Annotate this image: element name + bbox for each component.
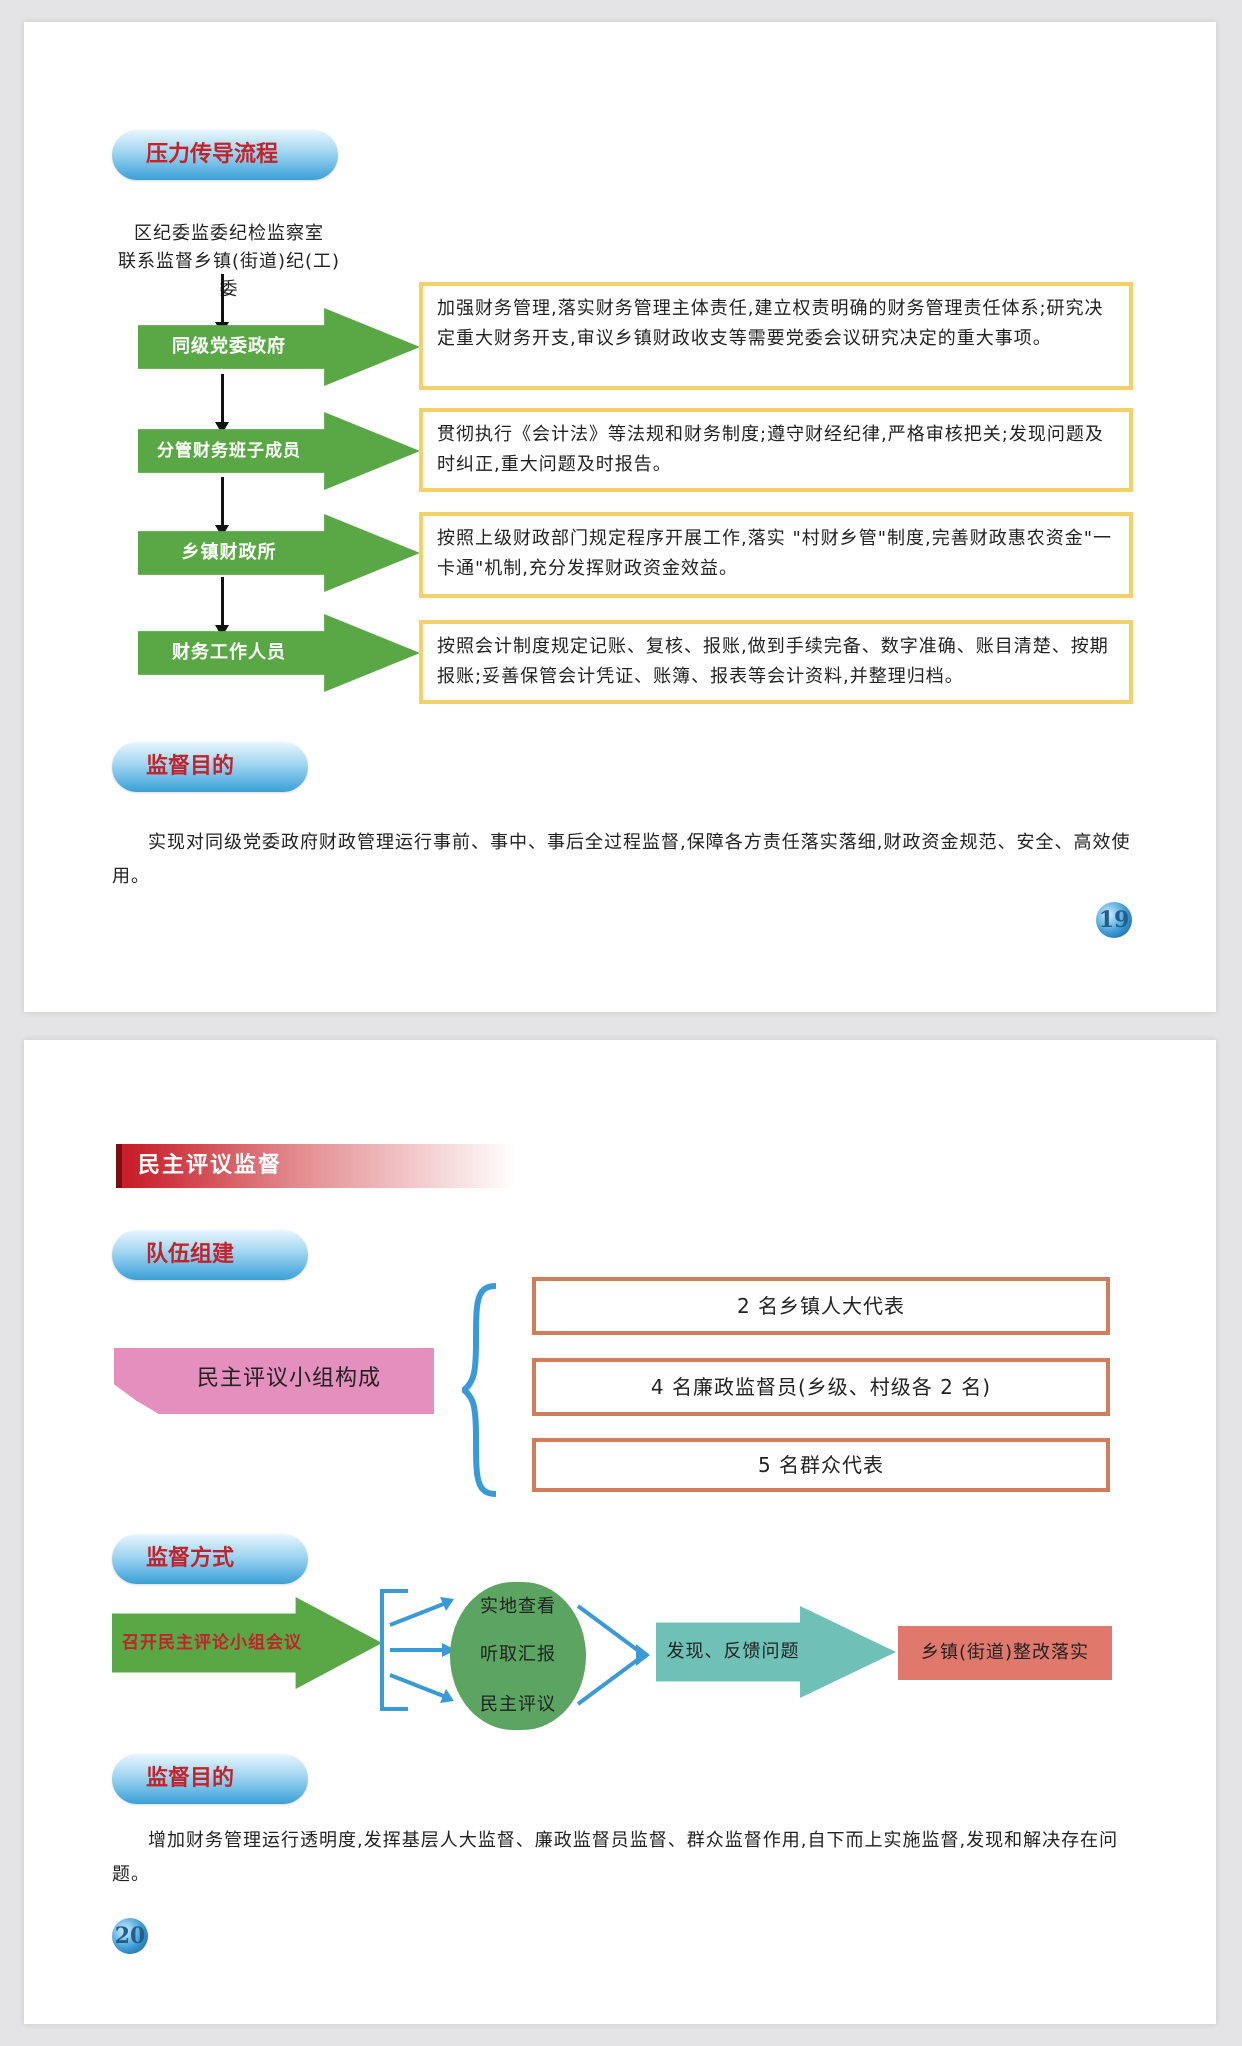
- page-19: 压力传导流程 区纪委监委纪检监察室 联系监督乡镇(街道)纪(工)委 同级党委政府…: [24, 22, 1216, 1012]
- flow-source-line1: 区纪委监委纪检监察室: [134, 223, 324, 244]
- section-title-purpose-2: 监督目的: [112, 1754, 308, 1804]
- flow-step-label: 分管财务班子成员: [157, 441, 301, 461]
- flow-desc-4: 按照会计制度规定记账、复核、报账,做到手续完备、数字准确、账目清楚、按期报账;妥…: [419, 620, 1133, 704]
- flow-step-2: 分管财务班子成员: [138, 412, 420, 490]
- flow-step-label: 财务工作人员: [172, 642, 286, 663]
- curly-brace-icon: [462, 1283, 497, 1497]
- flow-step-label: 乡镇财政所: [181, 542, 277, 563]
- method-next-arrow: 发现、反馈问题: [656, 1606, 896, 1698]
- flow-step-3: 乡镇财政所: [138, 514, 420, 592]
- page-20: 民主评议监督 队伍组建: [24, 1040, 1216, 2024]
- section-title-purpose: 监督目的: [112, 742, 308, 792]
- flow-desc-3: 按照上级财政部门规定程序开展工作,落实 "村财乡管"制度,完善财政惠农资金"一卡…: [419, 512, 1133, 598]
- flow-source-line2: 联系监督乡镇(街道)纪(工)委: [117, 251, 341, 300]
- flow-source: 区纪委监委纪检监察室 联系监督乡镇(街道)纪(工)委: [114, 220, 344, 304]
- flow-step-1: 同级党委政府: [138, 308, 420, 386]
- section-title-team: 队伍组建: [112, 1230, 308, 1280]
- section-title-pressure-flow: 压力传导流程: [112, 130, 338, 180]
- flow-desc-2: 贯彻执行《会计法》等法规和财务制度;遵守财经纪律,严格审核把关;发现问题及时纠正…: [419, 408, 1133, 492]
- member-box-3: 5 名群众代表: [532, 1438, 1110, 1492]
- flow-desc-1: 加强财务管理,落实财务管理主体责任,建立权责明确的财务管理责任体系;研究决定重大…: [419, 282, 1133, 390]
- chapter-title-banner: 民主评议监督: [116, 1144, 516, 1188]
- purpose-paragraph: 实现对同级党委政府财政管理运行事前、事中、事后全过程监督,保障各方责任落实落细,…: [112, 832, 1131, 887]
- page-number: 19: [1096, 902, 1132, 938]
- group-composition-box: 民主评议小组构成: [114, 1348, 434, 1414]
- member-box-2: 4 名廉政监督员(乡级、村级各 2 名): [532, 1358, 1110, 1416]
- section-title-method: 监督方式: [112, 1534, 308, 1584]
- flow-step-label: 同级党委政府: [172, 336, 286, 357]
- method-start-label: 召开民主评论小组会议: [122, 1633, 302, 1653]
- flow-step-4: 财务工作人员: [138, 614, 420, 692]
- converge-arrows-icon: [576, 1604, 650, 1706]
- method-start-arrow: 召开民主评论小组会议: [112, 1597, 382, 1689]
- method-next-label: 发现、反馈问题: [666, 1641, 800, 1662]
- purpose-paragraph-2: 增加财务管理运行透明度,发挥基层人大监督、廉政监督员监督、群众监督作用,自下而上…: [112, 1830, 1119, 1885]
- method-oval: [450, 1582, 586, 1730]
- member-box-1: 2 名乡镇人大代表: [532, 1277, 1110, 1335]
- fan-out-arrows-icon: [380, 1589, 456, 1711]
- method-item-3: 民主评议: [480, 1694, 556, 1715]
- page-number-2: 20: [112, 1918, 148, 1954]
- method-item-2: 听取汇报: [480, 1644, 556, 1665]
- method-end-box: 乡镇(街道)整改落实: [898, 1626, 1112, 1680]
- method-item-1: 实地查看: [480, 1596, 556, 1617]
